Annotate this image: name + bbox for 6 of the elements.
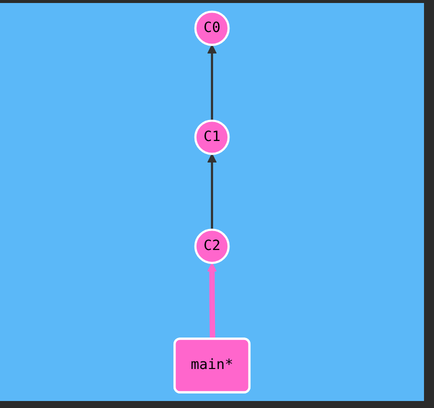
- node-circle: C1: [194, 120, 230, 155]
- arrow: [207, 262, 217, 340]
- node-circle: C0: [194, 10, 230, 46]
- arrow: [207, 153, 217, 230]
- node-circle: C2: [194, 228, 230, 264]
- arrow: [207, 44, 217, 121]
